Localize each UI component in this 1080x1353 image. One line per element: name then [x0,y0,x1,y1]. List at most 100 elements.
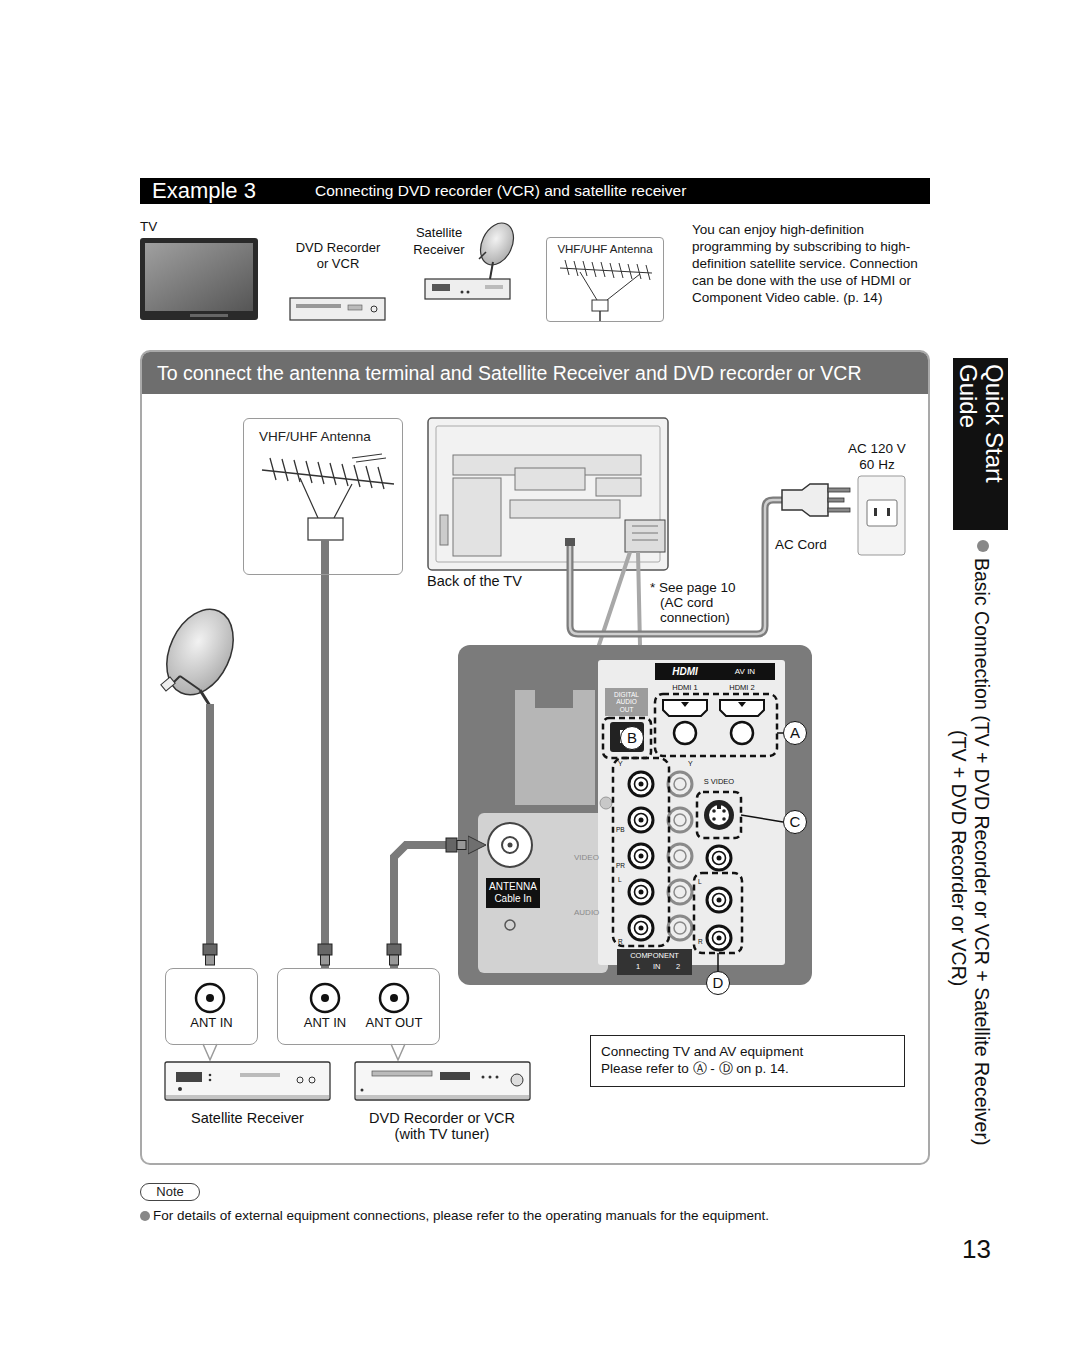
node-text: VHF/UHF Antenna [549,242,661,256]
antenna-drawing [352,454,386,462]
dashed-outline [603,694,777,953]
satellite-receiver [165,1062,330,1100]
label-text: DVD Recorder or VCR [292,240,384,272]
label-text: DVD Recorder or VCR (with TV tuner) [362,1110,522,1142]
node-text: AV IN [715,663,775,680]
av-jacks [707,888,731,912]
terminal-panel [502,837,518,853]
satellite-dish [161,677,175,691]
section-tab: Quick Start Guide [953,358,1008,530]
label-slot: IN [653,962,661,971]
leader-line [717,953,719,971]
tv-icon [140,238,258,320]
terminal-label: DIGITAL AUDIO OUT [605,688,648,716]
component-jacks [668,844,692,868]
speech-bubble: ANT IN [165,968,258,1045]
antenna-drawing [300,478,352,518]
f-plug [390,955,399,965]
satellite-receiver-icon [432,284,450,291]
av-jacks [707,846,731,870]
callout-circle: A [783,721,807,745]
hdmi-port [663,700,764,744]
terminal-panel [508,843,513,848]
component-jacks [668,916,692,940]
label-text: (TV + DVD Recorder or VCR) [948,730,970,986]
node-text: Please refer to Ⓐ - Ⓓ on p. 14. [601,1060,894,1077]
note-tag: Note [140,1183,200,1201]
wall-outlet [874,508,877,516]
ac-cord [570,484,850,634]
antenna-drawing [321,540,329,575]
dashed-outline [694,873,742,953]
component-label-plate [617,949,692,975]
node-text: Quick Start Guide [955,364,1007,524]
label-text: You can enjoy high-definition programmin… [692,221,930,306]
antenna-drawing [262,454,394,575]
node-text: D [707,972,729,993]
section-frame: To connect the antenna terminal and Sate… [140,350,930,1165]
terminal-panel [598,660,785,965]
satellite-dish [154,599,246,706]
label-slot: COMPONENT [617,951,692,960]
label-text: Satellite Receiver [165,1110,330,1127]
s-video-jack [704,800,734,830]
node-text: VHF/UHF Antenna [259,429,402,445]
hdmi-label-bar: HDMIAV IN [655,663,775,680]
terminal-panel [478,813,608,973]
terminal-panel [488,823,532,867]
label-text: AC 120 V 60 Hz [842,441,912,473]
label-slot: HDMI 2 [720,683,764,692]
leader-line [718,733,783,971]
label-slot: 1 [636,962,640,971]
antenna-drawing [308,518,343,540]
ac-cord [828,498,844,502]
s-video-jack [712,817,716,821]
satellite-receiver [240,1073,280,1077]
label-text: HDMI 2 [720,683,764,692]
connector-group [325,575,476,968]
satellite-dish-icon [474,218,520,271]
label-slot: R [698,938,703,946]
label-slot: R [618,938,623,946]
antenna-drawing [262,470,394,484]
label-text: AUDIO [574,908,599,917]
node-text: Example 3 [140,178,303,204]
wall-outlet [867,500,897,526]
label-slot: HDMI 1 [663,683,707,692]
satellite-receiver [297,1077,303,1083]
note-box: Connecting TV and AV equipmentPlease ref… [590,1035,905,1087]
node-text: DIGITAL AUDIO OUT [612,691,641,714]
terminal-panel [515,690,595,805]
f-plug [203,838,466,965]
terminal-panel [458,645,812,985]
hdmi-port [674,722,696,744]
bubble-tail [203,1044,405,1060]
label-slot: 13 [962,1234,991,1264]
tv-back [428,418,668,570]
label-slot: PB [616,826,625,834]
ac-cord [570,500,784,634]
coax-cable [206,704,214,955]
s-video-jack [722,809,726,813]
label-text: L [698,878,702,886]
satellite-receiver-icon [425,279,510,299]
component-jacks [629,916,653,940]
antenna-input-label: ANTENNA Cable In [486,822,540,912]
f-plug [206,955,215,965]
dvd-recorder-icon [290,298,385,320]
label-text: HDMI 1 [663,683,707,692]
satellite-dish-icon [479,252,486,259]
coax-cable [321,575,329,968]
label-slot: * See page 10 (AC cord connection) [650,580,760,625]
component-jacks [668,808,692,832]
f-plug [457,841,466,850]
label-text: 1 [636,962,640,971]
antenna-connector [380,984,408,1012]
label-text: AC Cord [775,537,827,553]
label-slot: VIDEO [574,853,599,862]
label-text: Satellite Receiver [404,224,474,258]
dvd-recorder-icon [348,305,362,310]
label-text: S VIDEO [697,777,741,786]
dvd-recorder [496,1076,499,1079]
